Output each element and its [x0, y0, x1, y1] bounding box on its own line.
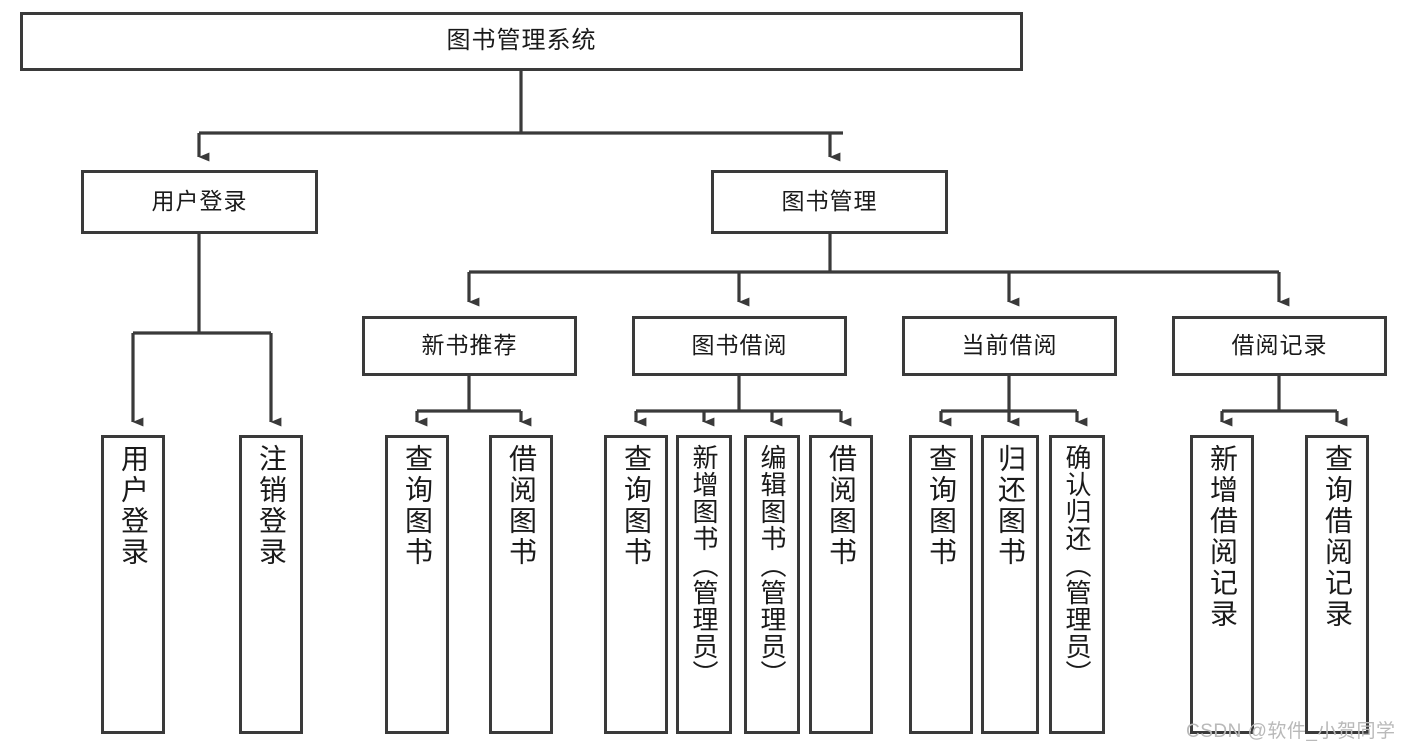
- leaf-borrow-book-label: 借阅图书: [826, 444, 857, 568]
- node-book-management-label: 图书管理: [781, 188, 878, 215]
- node-book-borrow-label: 图书借阅: [691, 332, 788, 359]
- leaf-add-borrow-record-label: 新增借阅记录: [1207, 444, 1238, 630]
- node-current-borrow-label: 当前借阅: [961, 332, 1058, 359]
- node-new-book-recommend[interactable]: 新书推荐: [362, 316, 577, 376]
- leaf-logout-label: 注销登录: [256, 444, 287, 568]
- leaf-query-book-recommend-label: 查询图书: [402, 444, 433, 568]
- node-user-login[interactable]: 用户登录: [81, 170, 318, 234]
- node-book-management[interactable]: 图书管理: [711, 170, 948, 234]
- node-book-borrow[interactable]: 图书借阅: [632, 316, 847, 376]
- leaf-query-borrow-record[interactable]: 查询借阅记录: [1305, 435, 1369, 734]
- node-root[interactable]: 图书管理系统: [20, 12, 1023, 71]
- leaf-add-book-admin[interactable]: 新增图书（管理员）: [676, 435, 732, 734]
- csdn-watermark: CSDN @软件_小贺同学: [1186, 721, 1396, 742]
- leaf-query-book-current-label: 查询图书: [926, 444, 957, 568]
- leaf-borrow-book-recommend[interactable]: 借阅图书: [489, 435, 553, 734]
- leaf-user-login[interactable]: 用户登录: [101, 435, 165, 734]
- leaf-edit-book-admin[interactable]: 编辑图书（管理员）: [744, 435, 800, 734]
- leaf-query-book-recommend[interactable]: 查询图书: [385, 435, 449, 734]
- leaf-add-borrow-record[interactable]: 新增借阅记录: [1190, 435, 1254, 734]
- leaf-logout[interactable]: 注销登录: [239, 435, 303, 734]
- node-borrow-records[interactable]: 借阅记录: [1172, 316, 1387, 376]
- leaf-user-login-label: 用户登录: [118, 444, 149, 568]
- node-new-book-recommend-label: 新书推荐: [421, 332, 518, 359]
- leaf-query-book-borrow-label: 查询图书: [621, 444, 652, 568]
- leaf-query-borrow-record-label: 查询借阅记录: [1322, 444, 1353, 630]
- leaf-add-book-admin-label: 新增图书（管理员）: [689, 444, 719, 687]
- leaf-query-book-current[interactable]: 查询图书: [909, 435, 973, 734]
- node-current-borrow[interactable]: 当前借阅: [902, 316, 1117, 376]
- leaf-query-book-borrow[interactable]: 查询图书: [604, 435, 668, 734]
- leaf-borrow-book[interactable]: 借阅图书: [809, 435, 873, 734]
- leaf-edit-book-admin-label: 编辑图书（管理员）: [757, 444, 787, 687]
- node-root-label: 图书管理系统: [446, 27, 597, 55]
- leaf-confirm-return-admin[interactable]: 确认归还（管理员）: [1049, 435, 1105, 734]
- leaf-return-book-label: 归还图书: [995, 444, 1026, 568]
- node-borrow-records-label: 借阅记录: [1231, 332, 1328, 359]
- leaf-return-book[interactable]: 归还图书: [981, 435, 1039, 734]
- leaf-confirm-return-admin-label: 确认归还（管理员）: [1062, 444, 1092, 687]
- node-user-login-label: 用户登录: [151, 188, 248, 215]
- leaf-borrow-book-recommend-label: 借阅图书: [506, 444, 537, 568]
